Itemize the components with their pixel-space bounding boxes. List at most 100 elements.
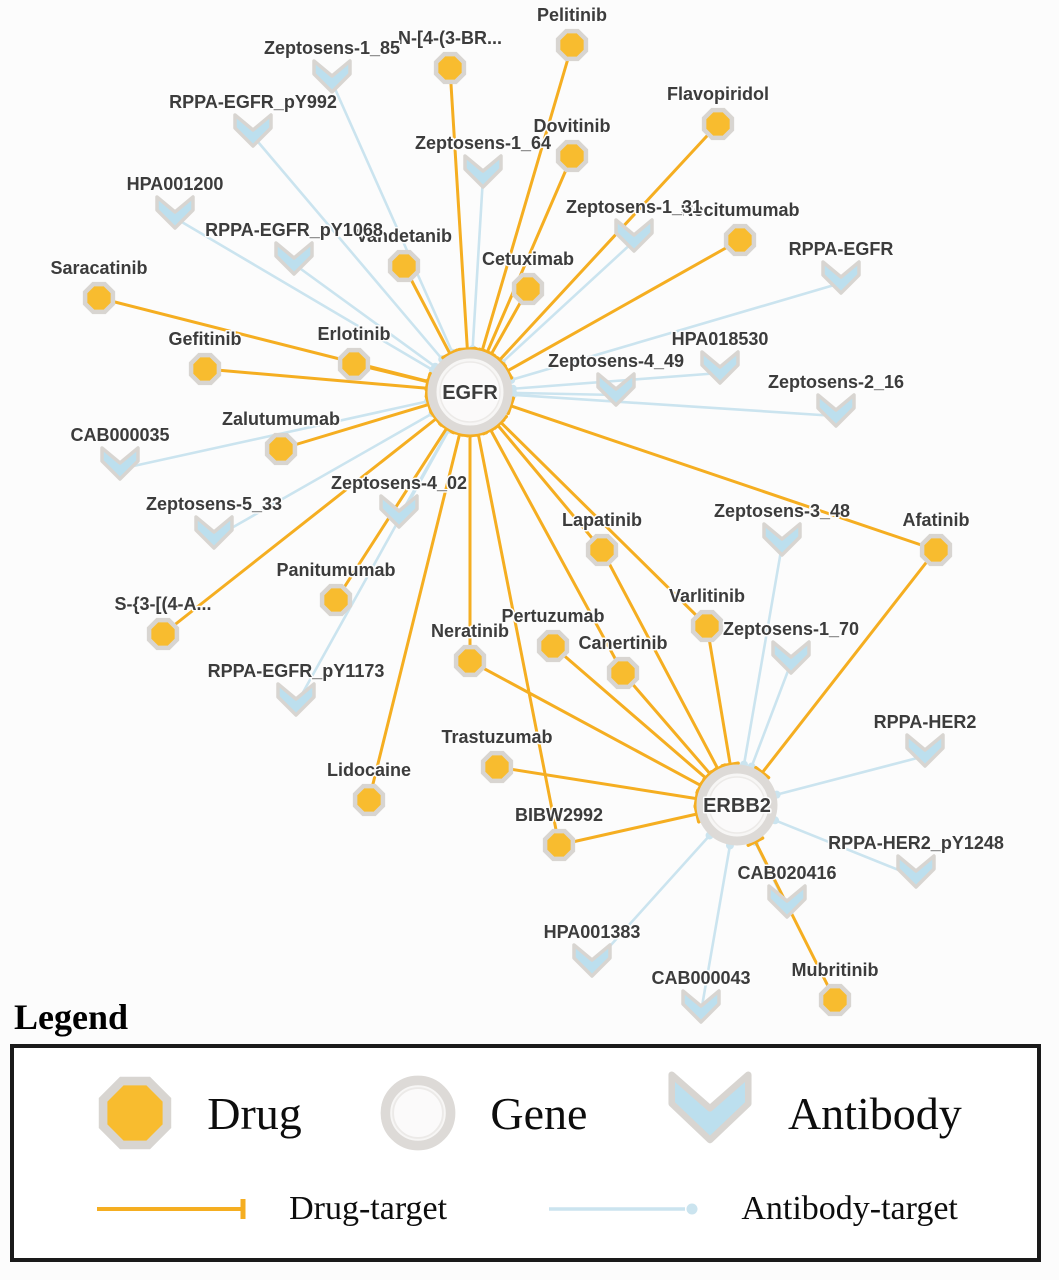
drug-node[interactable] [585,533,619,567]
drug-node[interactable] [606,656,640,690]
drug-target-tee [441,348,459,360]
antibody-node[interactable] [700,350,740,385]
node-label: Zeptosens-2_16 [768,372,904,392]
antibody-target-edge [500,239,636,365]
drug-target-edge [760,548,938,775]
antibody-node[interactable] [771,640,811,675]
antibody-node[interactable] [681,989,721,1024]
drug-node[interactable] [555,139,589,173]
drug-node[interactable] [919,533,953,567]
antibody-node[interactable] [614,218,654,253]
antibody-node[interactable] [276,682,316,717]
antibody-node[interactable] [572,943,612,978]
gene-node-inner [708,776,766,834]
drug-node[interactable] [433,51,467,85]
antibody-node[interactable] [596,372,636,407]
node-label: CAB020416 [737,863,836,883]
drug-node[interactable] [701,107,735,141]
antibody-node[interactable] [463,154,503,189]
drug-target-edge [485,154,574,355]
antibody-arrow-icon [668,1071,752,1144]
nodes-layer [82,28,953,1024]
node-label: Zeptosens-1_64 [415,133,551,153]
drug-node[interactable] [723,223,757,257]
drug-node[interactable] [146,617,180,651]
antibody-node[interactable] [821,260,861,295]
legend-item-gene: Gene [372,1067,587,1159]
drug-node[interactable] [511,272,545,306]
node-label: Neratinib [431,621,509,641]
node-label: Zeptosens-1_70 [723,619,859,639]
antibody-node[interactable] [233,113,273,148]
node-label: RPPA-EGFR_pY992 [169,92,337,112]
node-label: Lapatinib [562,510,642,530]
drug-target-edge [600,548,720,771]
node-label: Pertuzumab [501,606,604,626]
drug-target-edge [621,671,712,776]
antibody-target-edge [509,281,843,382]
node-label: Zeptosens-1_31 [566,197,702,217]
node-label: RPPA-EGFR_pY1068 [205,220,383,240]
antibody-node[interactable] [194,515,234,550]
antibody-node[interactable] [762,522,802,557]
node-label: Pelitinib [537,5,607,25]
antibody-node[interactable] [274,241,314,276]
drug-node[interactable] [542,828,576,862]
drug-node[interactable] [352,783,386,817]
drug-node[interactable] [337,347,371,381]
drug-target-tee [424,372,432,392]
drug-target-tee [720,761,740,768]
drug-node[interactable] [690,609,724,643]
antibody-node[interactable] [155,195,195,230]
legend-label-antibody: Antibody [787,1087,962,1139]
antibody-target-edge [294,428,451,707]
antibody-target-edge [742,543,784,766]
node-label: Canertinib [578,633,667,653]
drug-node[interactable] [536,629,570,663]
node-label: Zeptosens-4_49 [548,351,684,371]
drug-node[interactable] [818,983,852,1017]
drug-target-edge [367,432,462,802]
node-label: HPA001200 [127,174,224,194]
antibody-node[interactable] [896,854,936,889]
antibody-node[interactable] [379,494,419,529]
node-label: Afatinib [903,510,970,530]
node-label: Zeptosens-3_48 [714,501,850,521]
drug-target-edge [279,402,431,451]
drug-node[interactable] [188,352,222,386]
node-label: Lidocaine [327,760,411,780]
drug-node[interactable] [264,432,298,466]
labels-layer: EGFRERBB2PelitinibN-[4-(3-BR...Flavopiri… [49,4,1005,990]
antibody-node[interactable] [816,393,856,428]
node-label: Zeptosens-5_33 [146,494,282,514]
antibody-node[interactable] [767,884,807,919]
antibody-target-edge [511,393,838,418]
drug-target-tee [482,348,500,361]
node-label: Varlitinib [669,586,745,606]
legend-item-antibody-target: Antibody-target [545,1190,958,1228]
drug-octagon-icon [99,1076,172,1150]
drug-node[interactable] [480,750,514,784]
antibody-target-edge [773,819,918,879]
drug-node[interactable] [387,249,421,283]
node-label: N-[4-(3-BR... [398,28,502,48]
drug-node[interactable] [82,281,116,315]
antibody-node[interactable] [100,446,140,481]
drug-node[interactable] [453,644,487,678]
legend-item-antibody: Antibody [658,1071,962,1155]
drug-node[interactable] [319,583,353,617]
node-label: EGFR [442,382,498,404]
drug-target-edge [480,43,574,353]
drug-node[interactable] [555,28,589,62]
legend-label-gene: Gene [490,1087,588,1139]
antibody-target-edge [251,134,444,361]
node-label: Flavopiridol [667,84,769,104]
drug-target-edge [505,238,742,373]
node-label: Mubritinib [792,960,879,980]
antibody-node[interactable] [312,59,352,94]
antibody-node[interactable] [905,733,945,768]
drug-target-edge [489,428,625,675]
drug-target-edge [705,624,732,767]
